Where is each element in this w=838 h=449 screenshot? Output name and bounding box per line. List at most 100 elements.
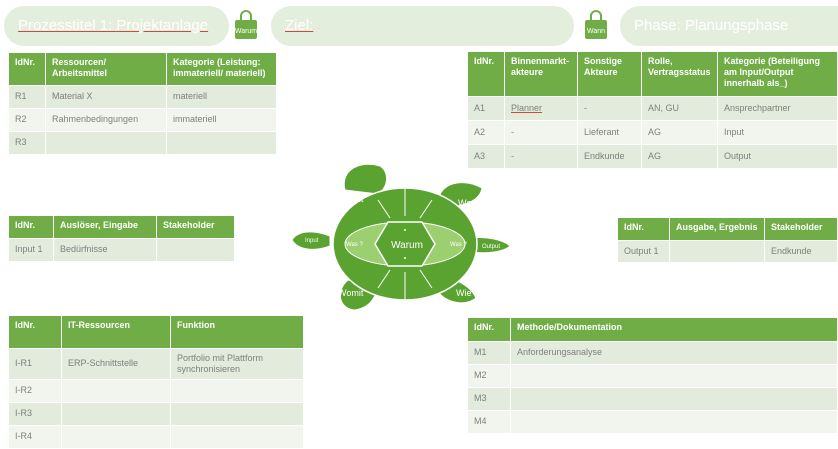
process-title-prefix: Prozesstitel 1: — [18, 17, 117, 34]
process-title-name: Projektanlage — [116, 17, 209, 34]
cell: M1 — [468, 340, 511, 364]
col-header: Stakeholder — [156, 216, 235, 238]
phase-field[interactable]: Phase: Planungsphase — [620, 6, 838, 46]
cell: Rahmenbedingungen — [45, 107, 167, 131]
table-row: A3 - Endkunde AG Output — [468, 143, 838, 168]
col-header: Kategorie (Leistung: immateriell/ materi… — [166, 53, 277, 85]
table-row: M4 — [468, 409, 838, 433]
cell: AN, GU — [641, 95, 718, 120]
cell: - — [504, 143, 578, 168]
cell — [156, 237, 235, 261]
cell: materiell — [166, 84, 277, 108]
col-header: Kategorie (Beteiligung am Input/Output i… — [717, 52, 838, 96]
table-row: M2 — [468, 363, 838, 387]
col-header: Funktion — [170, 316, 304, 348]
cell: M3 — [468, 386, 511, 410]
col-header: Ressourcen/ Arbeitsmittel — [45, 53, 167, 85]
col-header: Rolle, Vertragsstatus — [641, 52, 718, 96]
cell: Output 1 — [618, 239, 670, 262]
table-row: R2 Rahmenbedingungen immateriell — [9, 107, 277, 131]
shell-dot — [404, 257, 406, 259]
cell: M4 — [468, 409, 511, 433]
cell — [669, 239, 765, 262]
col-header: IdNr. — [9, 216, 54, 238]
col-header: Ausgabe, Ergebnis — [669, 218, 765, 240]
col-header: Stakeholder — [764, 218, 838, 240]
cell: I-R3 — [9, 401, 62, 425]
cell — [170, 378, 304, 402]
table-row: I-R4 — [9, 424, 304, 448]
shell-dot — [404, 229, 406, 231]
table-row: Output 1 Endkunde — [618, 239, 838, 262]
cell-text: Planner — [511, 102, 543, 113]
cell: Material X — [45, 84, 167, 108]
col-header: IdNr. — [468, 52, 505, 96]
cell: R3 — [9, 130, 46, 154]
table-row: I-R2 — [9, 378, 304, 402]
resources-table: IdNr. Ressourcen/ Arbeitsmittel Kategori… — [9, 53, 277, 154]
cell: I-R1 — [9, 347, 62, 379]
table-row: R3 — [9, 130, 277, 154]
cell: Planner — [504, 95, 578, 120]
goal-label: Ziel: — [285, 17, 314, 34]
cell: A3 — [468, 143, 505, 168]
cell: Input 1 — [9, 237, 54, 261]
cell: A2 — [468, 119, 505, 144]
warum-bag-label: Warum — [235, 28, 257, 35]
it-resources-table: IdNr. IT-Ressourcen Funktion I-R1 ERP-Sc… — [9, 316, 304, 448]
methods-table: IdNr. Methode/Dokumentation M1 Anforderu… — [468, 318, 838, 433]
cell: Bedürfnisse — [53, 237, 157, 261]
process-title-field[interactable]: Prozesstitel 1: Projektanlage — [4, 6, 229, 46]
cell: immateriell — [166, 107, 277, 131]
cell: Anforderungsanalyse — [510, 340, 838, 364]
outputs-table: IdNr. Ausgabe, Ergebnis Stakeholder Outp… — [618, 218, 838, 262]
cell: Input — [717, 119, 838, 144]
womit-top-label: Womit — [338, 194, 364, 204]
womit-top-flipper — [343, 163, 387, 195]
cell: I-R2 — [9, 378, 62, 402]
cell: Ansprechpartner — [717, 95, 838, 120]
col-header: Auslöser, Eingabe — [53, 216, 157, 238]
cell — [170, 401, 304, 425]
col-header: IdNr. — [9, 316, 62, 348]
cell: Lieferant — [577, 119, 642, 144]
cell — [510, 363, 838, 387]
wer-label: Wer — [458, 198, 474, 208]
cell — [166, 130, 277, 154]
cell: AG — [641, 119, 718, 144]
turtle-diagram: Womit Wer Input Was ? Warum Was ? Output… — [291, 163, 511, 311]
cell: R1 — [9, 84, 46, 108]
table-row: Input 1 Bedürfnisse — [9, 237, 235, 261]
cell — [61, 401, 171, 425]
warum-center-hex — [374, 221, 436, 267]
table-row: M1 Anforderungsanalyse — [468, 340, 838, 364]
cell: A1 — [468, 95, 505, 120]
output-label: Output — [482, 244, 500, 250]
table-row: A1 Planner - AN, GU Ansprechpartner — [468, 95, 838, 120]
table-row: I-R3 — [9, 401, 304, 425]
cell — [510, 409, 838, 433]
wie-label: Wie — [456, 288, 472, 298]
cell: Portfolio mit Plattform synchronisieren — [170, 347, 304, 379]
inputs-table: IdNr. Auslöser, Eingabe Stakeholder Inpu… — [9, 216, 235, 261]
shell-scute-lines — [377, 188, 433, 300]
cell: - — [504, 119, 578, 144]
womit-bottom-label: Womit — [338, 288, 364, 298]
cell: - — [577, 95, 642, 120]
wann-bag-label: Wann — [587, 28, 605, 35]
col-header: IdNr. — [468, 318, 511, 341]
warum-bag-icon: Warum — [235, 10, 257, 39]
cell: M2 — [468, 363, 511, 387]
wann-bag-icon: Wann — [585, 10, 607, 39]
table-row: R1 Material X materiell — [9, 84, 277, 108]
cell: ERP-Schnittstelle — [61, 347, 171, 379]
col-header: IdNr. — [618, 218, 670, 240]
cell: R2 — [9, 107, 46, 131]
table-row: A2 - Lieferant AG Input — [468, 119, 838, 144]
output-head — [471, 237, 511, 254]
cell — [510, 386, 838, 410]
goal-field[interactable]: Ziel: — [271, 6, 574, 46]
warum-label: Warum — [391, 240, 423, 251]
was-left-label: Was ? — [346, 242, 363, 248]
input-tail — [291, 231, 331, 250]
